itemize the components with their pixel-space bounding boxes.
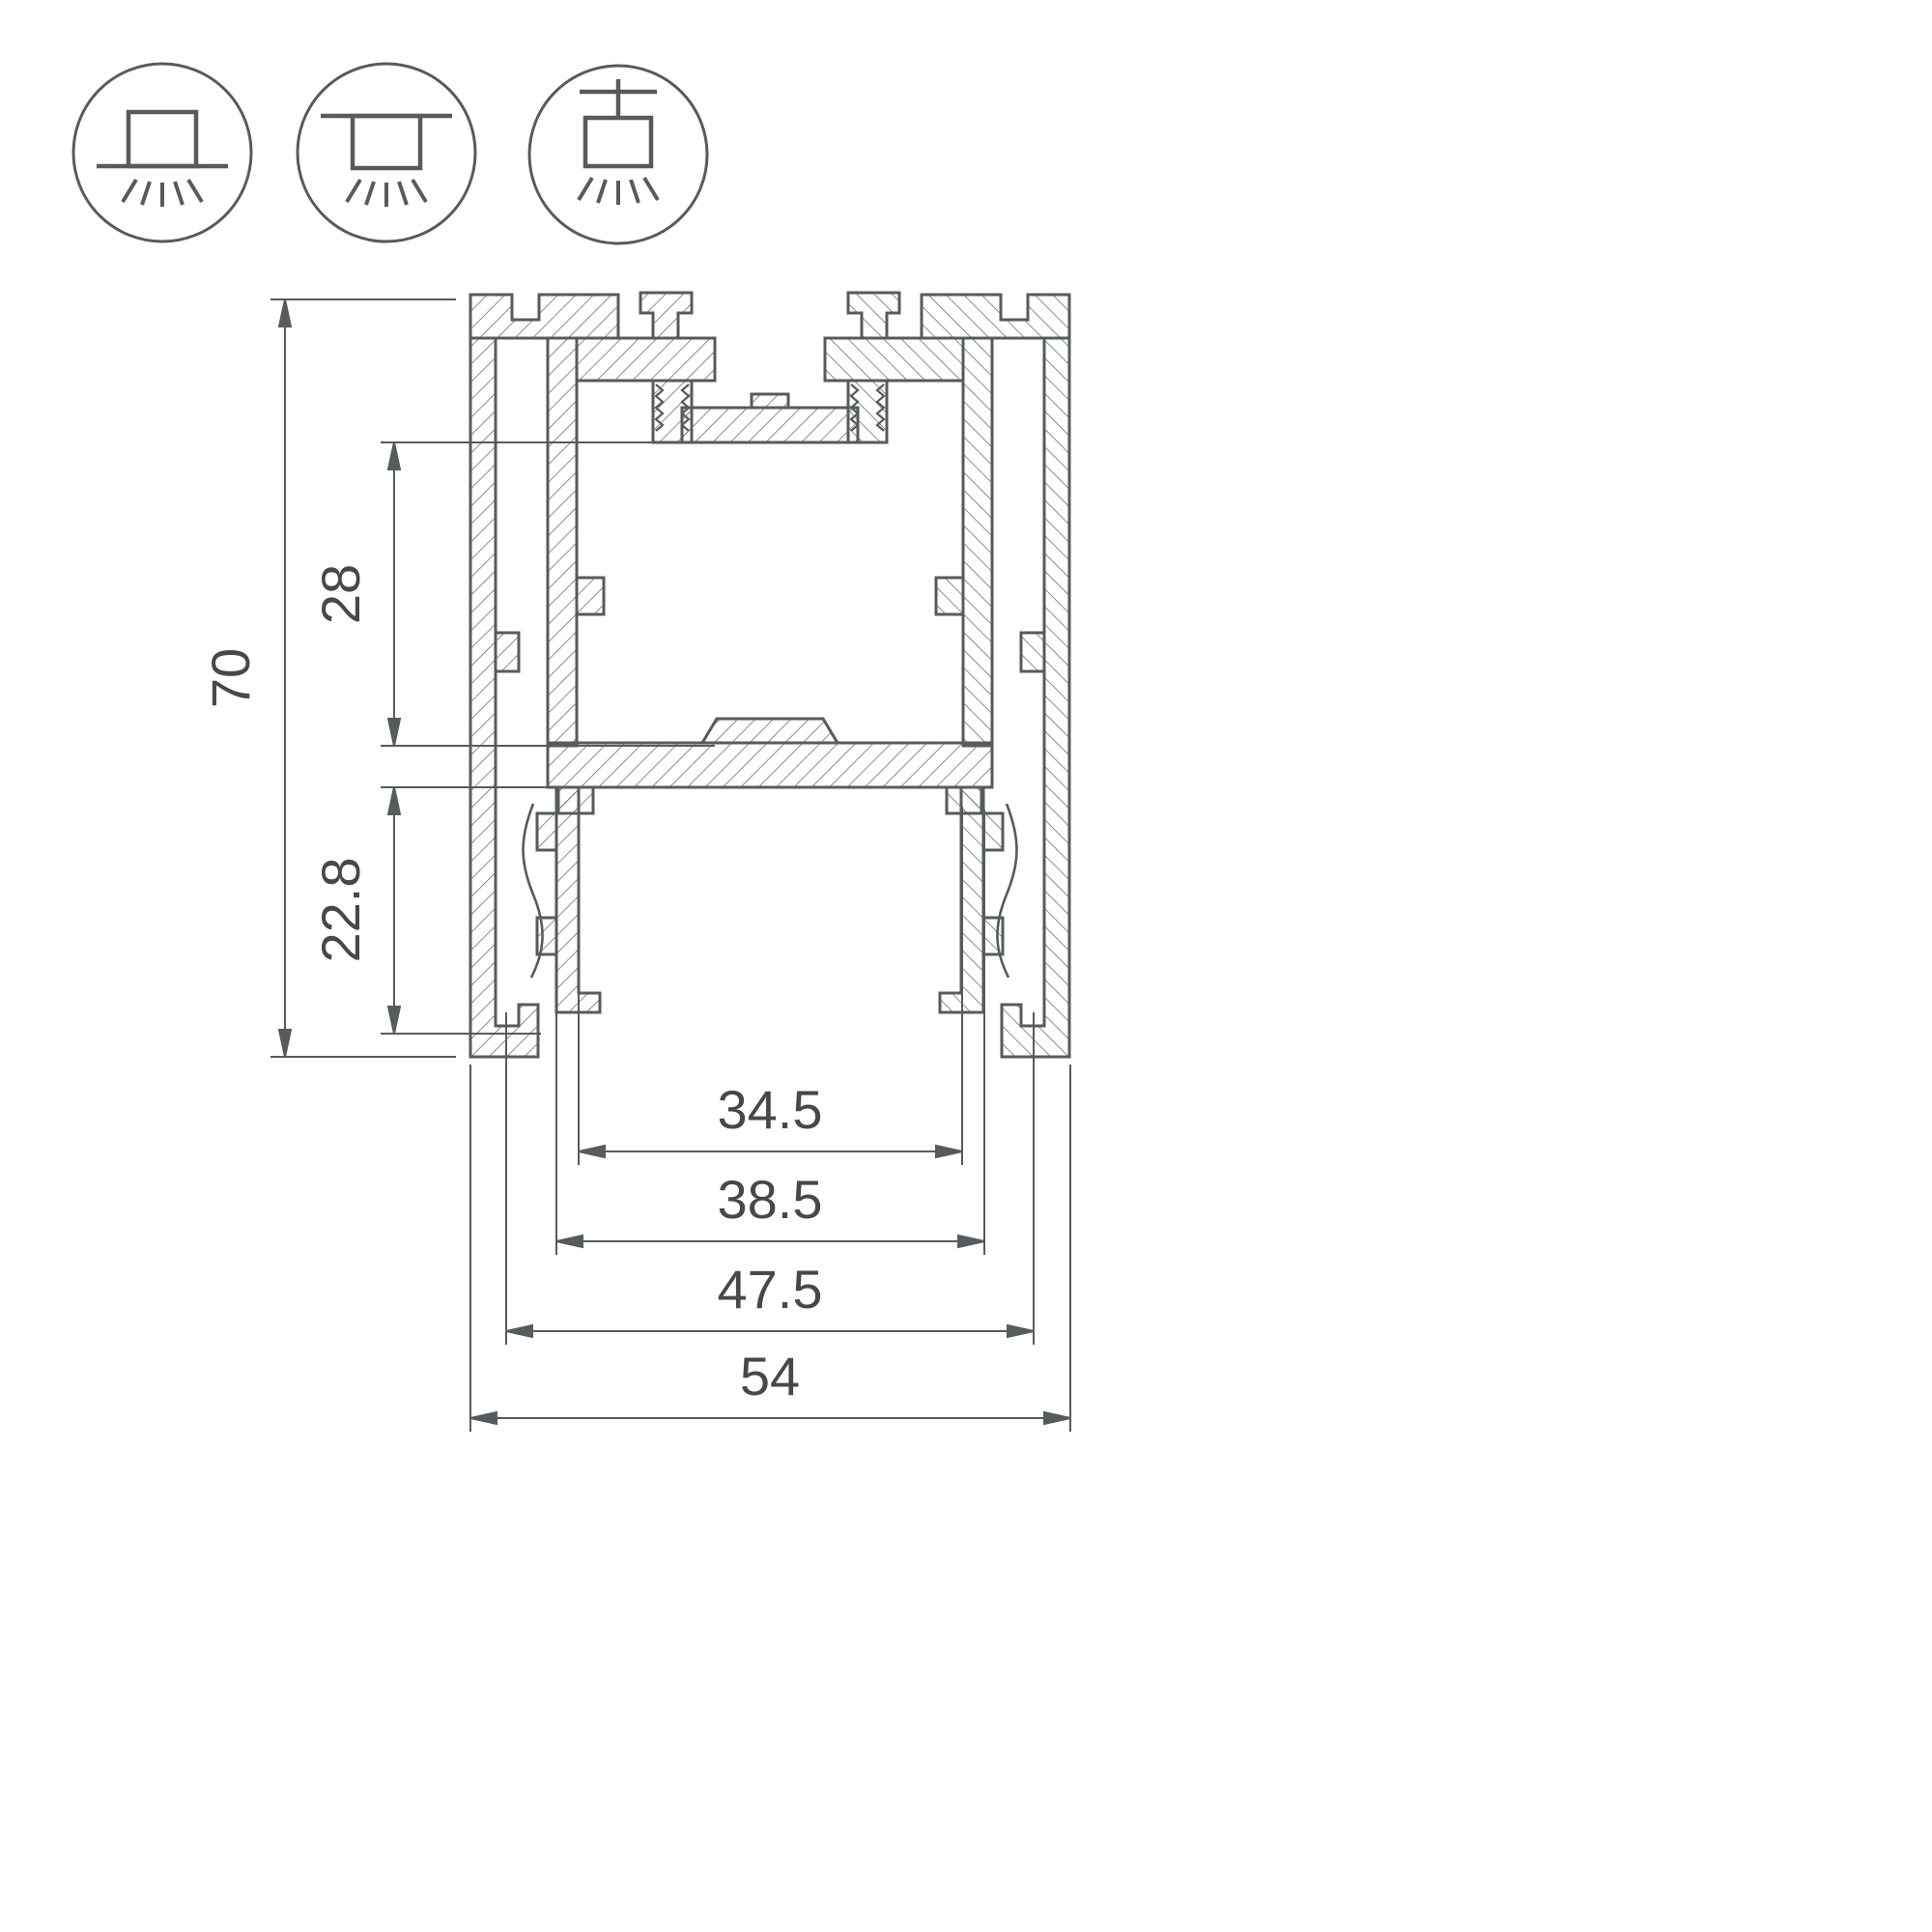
icon-circle (296, 62, 477, 243)
luminaire-box (350, 113, 423, 171)
luminaire-box (582, 115, 654, 169)
arrow-left (578, 1144, 606, 1159)
arrow-left (505, 1323, 533, 1339)
profile-half (469, 291, 717, 1059)
profile-cross-section (469, 291, 1071, 1059)
mounting-icons (71, 62, 709, 245)
wall-step (494, 631, 521, 673)
dim-overall-height: 70 (200, 298, 456, 1058)
dim-label-22-8: 22.8 (310, 858, 371, 963)
arrow-down (277, 1029, 293, 1058)
light-rays (121, 178, 204, 207)
web-step (575, 576, 606, 616)
suspended-mount-icon (527, 64, 709, 245)
dim-inner-width: 34.5 (578, 807, 963, 1165)
recessed-mount-icon (296, 62, 477, 243)
upper-base-block (575, 336, 717, 383)
dim-label-54: 54 (740, 1346, 800, 1406)
arrow-right (1043, 1410, 1071, 1426)
top-cap (469, 293, 620, 340)
dimensions: 70 28 22.8 34.5 (200, 298, 1071, 1432)
t-slot-tooth (639, 291, 694, 340)
screw-serration-left (654, 384, 665, 432)
arrow-up (386, 441, 402, 470)
surface-mount-icon (71, 62, 253, 243)
arrow-left (555, 1234, 583, 1249)
icon-circle (71, 62, 253, 243)
arrow-down (386, 1006, 402, 1035)
arrow-up (277, 298, 293, 327)
dim-lower-cavity: 22.8 (310, 786, 744, 1035)
dim-label-38-5: 38.5 (718, 1169, 823, 1230)
outer-wall (469, 336, 540, 1059)
dim-upper-cavity: 28 (310, 441, 715, 747)
arrow-down (386, 718, 402, 747)
shelf-lip (556, 785, 595, 815)
profile-half-mirrored (823, 291, 1071, 1059)
light-rays (345, 178, 428, 207)
icon-circle (527, 64, 709, 245)
luminaire-box (126, 109, 199, 169)
dim-label-47-5: 47.5 (718, 1259, 823, 1320)
shelf-center-trapezoid (699, 717, 840, 745)
dim-outer-width: 47.5 (505, 1012, 1035, 1345)
dim-overall-width: 54 (469, 1065, 1071, 1432)
inner-web (546, 336, 579, 748)
arrow-left (469, 1410, 497, 1426)
clip-bump-upper (535, 811, 558, 852)
mid-shelf (546, 741, 994, 789)
arrow-up (386, 786, 402, 815)
screw-channel-floor (680, 406, 860, 444)
spring-clip (522, 803, 544, 979)
dim-mid-width: 38.5 (555, 810, 985, 1255)
arrow-right (1007, 1323, 1035, 1339)
arrow-right (957, 1234, 985, 1249)
light-rays (577, 176, 660, 205)
arrow-right (935, 1144, 963, 1159)
dim-label-70: 70 (200, 648, 261, 708)
dim-label-34-5: 34.5 (718, 1079, 823, 1140)
floor-center-bump (750, 392, 790, 410)
dim-label-28: 28 (310, 564, 371, 624)
